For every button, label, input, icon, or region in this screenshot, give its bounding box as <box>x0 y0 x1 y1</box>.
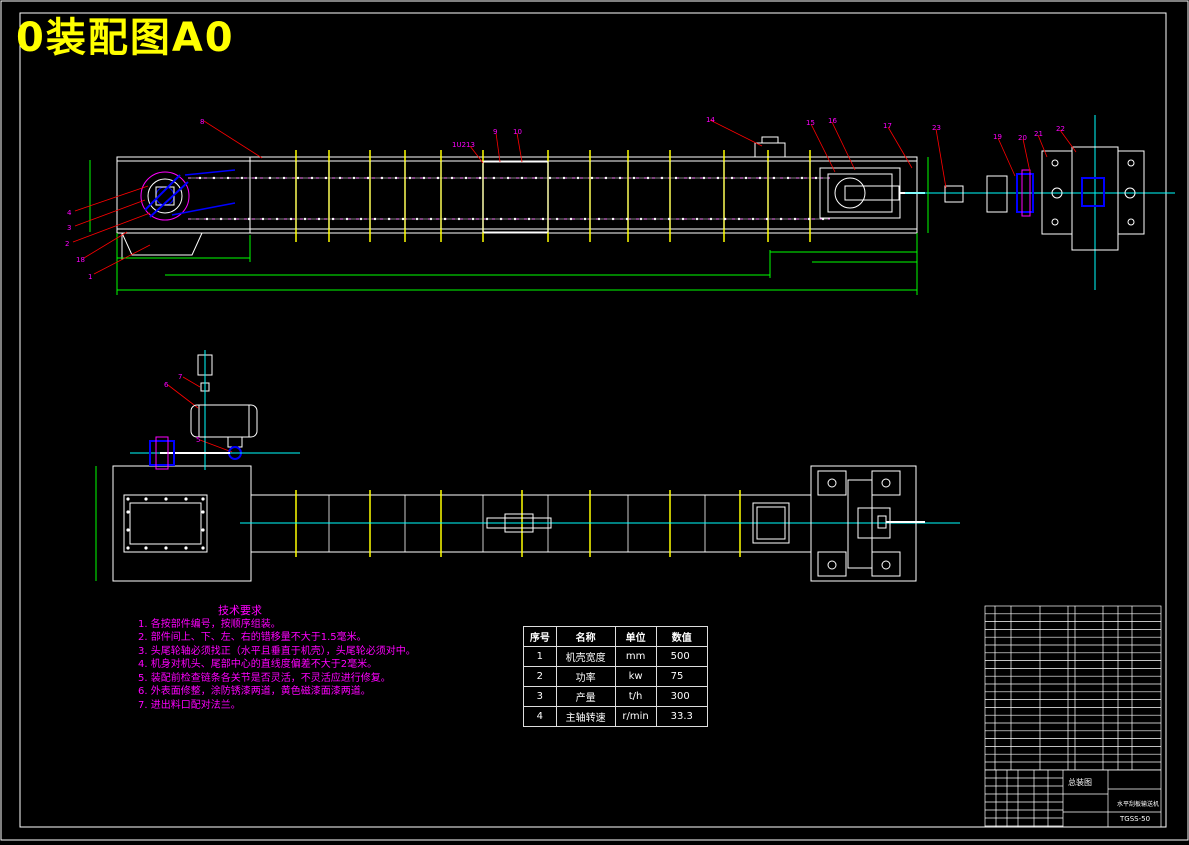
part-label: 15 <box>806 119 815 127</box>
tech-item: 7. 进出料口配对法兰。 <box>138 699 241 711</box>
param-cell: 功率 <box>555 666 616 687</box>
part-label: 10 <box>513 128 522 136</box>
title-block-product-name: 水平刮板输送机 <box>1117 801 1160 808</box>
part-label: 21 <box>1034 130 1043 138</box>
param-cell: 主轴转速 <box>555 706 616 727</box>
drawing-title: 0装配图A0 <box>16 15 235 61</box>
param-cell: 机壳宽度 <box>555 646 616 667</box>
tech-item: 3. 头尾轮轴必须找正（水平且垂直于机壳），头尾轮必须对中。 <box>138 645 416 657</box>
tech-item: 6. 外表面修整，涂防锈漆两道，黄色磁漆面漆两道。 <box>138 686 371 697</box>
part-label: 16 <box>828 117 837 125</box>
tech-requirements-heading: 技术要求 <box>218 604 262 617</box>
part-label: 1 <box>88 273 93 281</box>
reducer-front <box>986 175 1008 213</box>
param-header-cell: 序号 <box>523 626 557 647</box>
param-row: 3 产量 t/h 300 <box>523 686 709 707</box>
title-block <box>984 605 1162 828</box>
param-cell: t/h <box>614 686 657 707</box>
param-cell: kw <box>614 666 657 687</box>
tail-tensioner <box>819 167 901 219</box>
tech-requirements: 技术要求 1. 各按部件编号，按顺序组装。 2. 部件间上、下、左、右的错移量不… <box>138 604 416 712</box>
param-cell: r/min <box>614 706 657 727</box>
param-cell: 4 <box>523 706 557 727</box>
tail-frame-top <box>810 465 917 582</box>
title-block-drawing-name: 总装图 <box>1068 778 1092 787</box>
part-label: 18 <box>76 256 85 264</box>
head-end-box <box>116 156 251 234</box>
param-cell: 2 <box>523 666 557 687</box>
tech-item: 5. 装配前检查链条各关节是否灵活，不灵活应进行修复。 <box>138 672 391 684</box>
part-label: 4 <box>67 209 72 217</box>
param-cell: 500 <box>655 646 709 667</box>
part-label: 8 <box>200 118 205 126</box>
part-label: 3 <box>67 224 72 232</box>
param-cell: mm <box>614 646 657 667</box>
param-cell: 产量 <box>555 686 616 707</box>
part-label: 9 <box>493 128 498 136</box>
param-cell: 33.3 <box>655 706 709 727</box>
param-header-row: 序号 名称 单位 数值 <box>523 626 709 647</box>
param-cell: 1 <box>523 646 557 667</box>
param-row: 2 功率 kw 75 <box>523 666 709 687</box>
trough-body <box>116 156 918 234</box>
part-label: 20 <box>1018 134 1027 142</box>
coupling-front <box>944 185 964 203</box>
part-label: 2 <box>65 240 70 248</box>
part-label: 7 <box>178 373 183 381</box>
param-row: 4 主轴转速 r/min 33.3 <box>523 706 709 727</box>
param-row: 1 机壳宽度 mm 500 <box>523 646 709 667</box>
part-label: 19 <box>993 133 1002 141</box>
top-view <box>95 350 960 582</box>
part-label: 22 <box>1056 125 1065 133</box>
head-box-top <box>112 465 252 582</box>
part-label: 14 <box>706 116 715 124</box>
leader-lines <box>72 119 1077 453</box>
front-view <box>89 115 1175 295</box>
gearbox-top <box>190 404 258 438</box>
part-label: 17 <box>883 122 892 130</box>
param-header-cell: 名称 <box>555 626 616 647</box>
tech-item: 2. 部件间上、下、左、右的错移量不大于1.5毫米。 <box>138 632 367 643</box>
param-cell: 3 <box>523 686 557 707</box>
sheet-border-inner <box>19 12 1167 828</box>
part-label: 5 <box>196 436 201 444</box>
param-header-cell: 数值 <box>655 626 709 647</box>
tech-item: 1. 各按部件编号，按顺序组装。 <box>138 618 281 630</box>
param-cell: 75 <box>655 666 709 687</box>
param-header-cell: 单位 <box>614 626 657 647</box>
title-block-drawing-number: TGSS-50 <box>1120 815 1151 823</box>
inlet-flange <box>123 494 208 553</box>
tech-item: 4. 机身对机头、尾部中心的直线度偏差不大于2毫米。 <box>138 659 378 670</box>
parameter-table: 序号 名称 单位 数值 1 机壳宽度 mm 500 2 功率 kw 75 3 产… <box>523 626 709 727</box>
head-sprocket <box>140 171 190 221</box>
part-label: 23 <box>932 124 941 132</box>
part-label: 6 <box>164 381 169 389</box>
part-label: 1U213 <box>452 141 475 149</box>
param-cell: 300 <box>655 686 709 707</box>
